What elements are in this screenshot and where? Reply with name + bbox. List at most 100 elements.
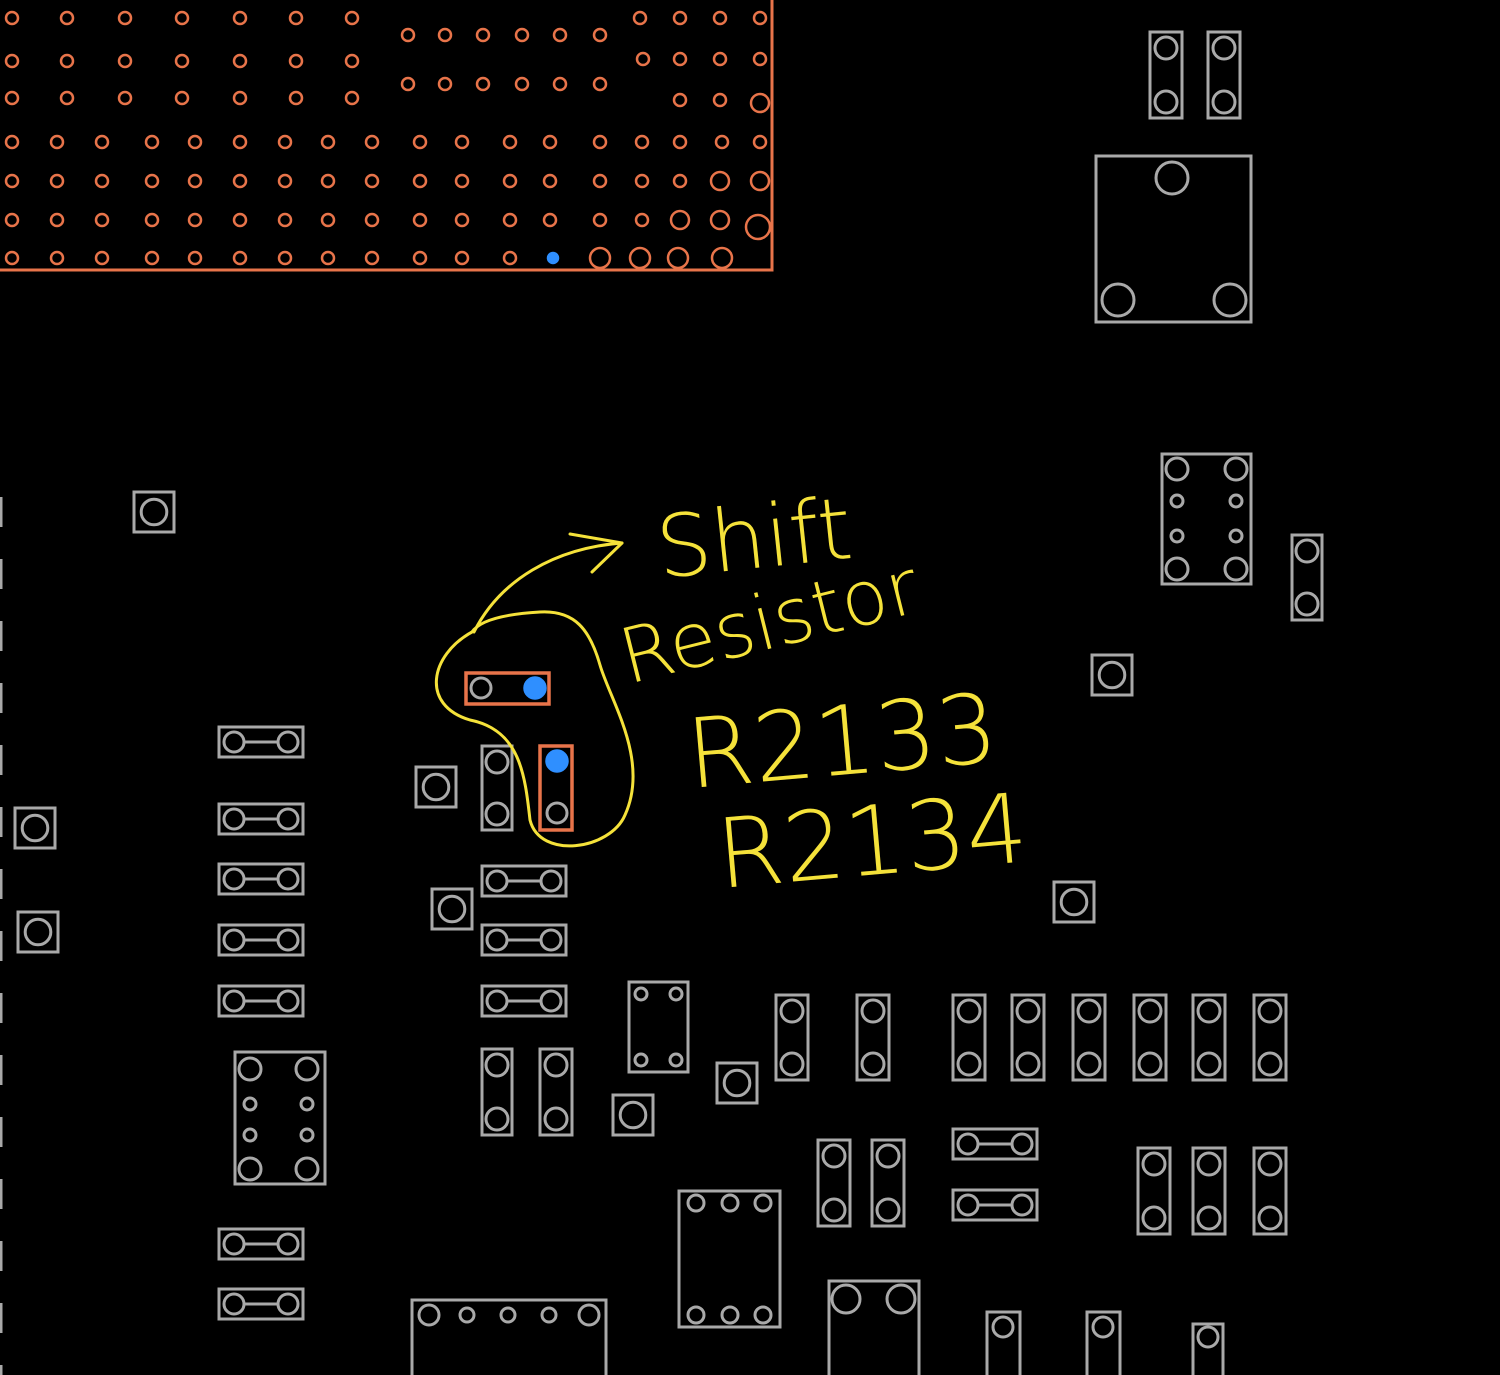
resistor-footprint bbox=[217, 725, 305, 759]
footprint-outline bbox=[611, 1093, 655, 1137]
footprint-outline bbox=[774, 993, 810, 1082]
bga-pad bbox=[187, 134, 203, 150]
bga-pad bbox=[412, 134, 428, 150]
bga-pad bbox=[232, 53, 248, 69]
bga-package[interactable] bbox=[0, 0, 774, 272]
pad bbox=[686, 1305, 706, 1325]
bga-pad bbox=[672, 173, 688, 189]
footprint-outline bbox=[1252, 1146, 1288, 1236]
bga-pad bbox=[94, 173, 110, 189]
footprint-outline bbox=[217, 1287, 305, 1321]
pad bbox=[860, 1051, 886, 1077]
bga-pad bbox=[117, 90, 133, 106]
bga-pad bbox=[475, 76, 491, 92]
component-footprints[interactable] bbox=[0, 30, 1324, 1375]
bga-pad bbox=[174, 10, 190, 26]
arrow-head bbox=[568, 532, 624, 574]
bga-pad bbox=[475, 27, 491, 43]
pad bbox=[668, 986, 684, 1002]
bga-pad bbox=[49, 134, 65, 150]
bga-pad bbox=[4, 173, 20, 189]
resistor-footprint bbox=[217, 923, 305, 957]
footprint-outline bbox=[217, 1227, 305, 1261]
pad bbox=[1294, 538, 1320, 564]
selected-via bbox=[523, 676, 547, 700]
bga-pad bbox=[412, 250, 428, 266]
bga-pad bbox=[709, 170, 731, 192]
bga-pad bbox=[552, 76, 568, 92]
footprint-outline bbox=[217, 984, 305, 1018]
pad bbox=[1196, 998, 1222, 1024]
highlighted-resistors[interactable] bbox=[464, 671, 574, 832]
pad bbox=[991, 1315, 1015, 1339]
pad bbox=[1257, 1151, 1283, 1177]
pad bbox=[1153, 89, 1179, 115]
bga-pad bbox=[634, 212, 650, 228]
resistor-footprint bbox=[217, 1287, 305, 1321]
bga-pad bbox=[542, 173, 558, 189]
footprint-outline bbox=[1148, 30, 1184, 120]
bga-pad bbox=[502, 250, 518, 266]
pad bbox=[484, 1052, 510, 1078]
pad bbox=[437, 894, 467, 924]
resistor-footprint bbox=[816, 1138, 852, 1228]
bga-pad bbox=[320, 250, 336, 266]
footprint-outline bbox=[480, 984, 568, 1018]
pad bbox=[540, 1306, 558, 1324]
resistor-footprint bbox=[1191, 993, 1227, 1082]
footprint-outline bbox=[217, 923, 305, 957]
bga-pad bbox=[672, 92, 688, 108]
resistor-footprint bbox=[1132, 993, 1168, 1082]
bga-pad bbox=[4, 212, 20, 228]
footprint-outline bbox=[1206, 30, 1242, 120]
pad bbox=[1196, 1151, 1222, 1177]
resistor-footprint bbox=[480, 984, 568, 1018]
bga-pad bbox=[232, 212, 248, 228]
selected-via bbox=[545, 749, 569, 773]
pad bbox=[1294, 591, 1320, 617]
pad bbox=[1076, 998, 1102, 1024]
resistor-footprint bbox=[217, 1227, 305, 1261]
bga-pad bbox=[320, 173, 336, 189]
pad bbox=[1228, 528, 1244, 544]
bga-pad bbox=[364, 212, 380, 228]
footprint-outline bbox=[627, 980, 690, 1074]
resistor-footprint bbox=[217, 984, 305, 1018]
resistor-footprint bbox=[538, 1047, 574, 1137]
footprint-outline bbox=[132, 490, 176, 534]
bga-pad bbox=[144, 250, 160, 266]
footprint-outline bbox=[480, 1047, 514, 1137]
bga-pad bbox=[288, 53, 304, 69]
bga-pad bbox=[144, 134, 160, 150]
bga-pad bbox=[502, 134, 518, 150]
pad bbox=[1137, 1051, 1163, 1077]
bga-pad bbox=[277, 134, 293, 150]
pad bbox=[1153, 35, 1179, 61]
pad bbox=[23, 917, 53, 947]
pad bbox=[668, 1052, 684, 1068]
ic-footprint bbox=[677, 1189, 782, 1329]
footprint-outline bbox=[13, 806, 57, 850]
pad bbox=[686, 1193, 706, 1213]
footprint-outline bbox=[16, 910, 60, 954]
pad bbox=[299, 1127, 315, 1143]
bga-pad bbox=[400, 27, 416, 43]
resistor-r2134[interactable] bbox=[538, 744, 574, 832]
bga-pad bbox=[632, 10, 648, 26]
resistor-r2133[interactable] bbox=[464, 671, 551, 706]
bga-pad bbox=[49, 250, 65, 266]
footprint-outline bbox=[1191, 1322, 1225, 1375]
pad bbox=[299, 1096, 315, 1112]
bga-pad bbox=[364, 173, 380, 189]
bga-pad bbox=[454, 173, 470, 189]
footprint-outline bbox=[951, 1188, 1039, 1222]
bga-pad bbox=[669, 209, 691, 231]
testpoint-footprint bbox=[414, 765, 458, 809]
footprint-outline bbox=[217, 725, 305, 759]
pad bbox=[237, 1056, 263, 1082]
pad bbox=[484, 749, 510, 775]
bga-pad bbox=[117, 53, 133, 69]
resistor-footprint bbox=[1010, 993, 1046, 1082]
footprint-outline bbox=[1191, 1146, 1227, 1236]
